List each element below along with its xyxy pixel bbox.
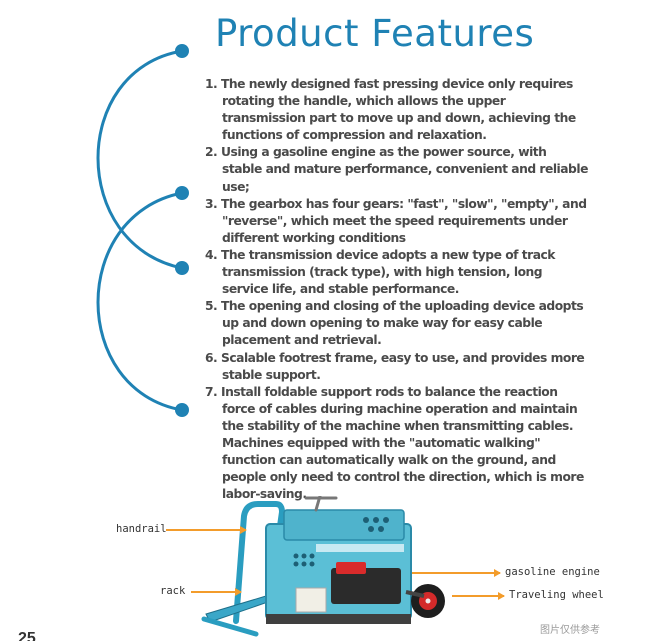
wheel-arm <box>405 590 425 598</box>
engine-label-plate <box>295 587 327 613</box>
arc-node-dot-3 <box>175 261 189 275</box>
gasoline-engine-illustration <box>331 568 401 604</box>
leader-line-traveling-wheel <box>452 592 505 600</box>
cable-pusher-machine-illustration <box>201 496 445 637</box>
arc-node-dot-2 <box>175 186 189 200</box>
feature-item-4: 4. The transmission device adopts a new … <box>205 247 555 297</box>
leader-line-gasoline-engine <box>412 569 501 577</box>
leader-line-handrail <box>166 526 247 534</box>
feature-item-2: 2. Using a gasoline engine as the power … <box>205 145 588 194</box>
page-number: 25 <box>18 630 36 641</box>
brand-strip <box>316 544 404 552</box>
feature-item-3: 3. The gearbox has four gears: "fast", "… <box>205 196 587 245</box>
image-disclaimer: 图片仅供参考 <box>540 625 600 636</box>
leader-line-rack <box>191 588 242 596</box>
callout-rack: rack <box>160 585 186 597</box>
pressing-handle-illustration <box>304 496 338 512</box>
callout-gasoline-engine: gasoline engine <box>505 566 600 578</box>
feature-item-1: 1. The newly designed fast pressing devi… <box>205 77 576 143</box>
callout-handrail: handrail <box>116 523 167 535</box>
engine-cover <box>336 562 366 574</box>
feature-list: 1. The newly designed fast pressing devi… <box>205 76 590 503</box>
decorative-arc-lower <box>96 191 183 412</box>
rack-bar-illustration <box>201 616 259 637</box>
machine-top-panel <box>283 509 405 541</box>
vent-holes <box>293 517 389 567</box>
arc-node-dot-4 <box>175 403 189 417</box>
wheel-axle <box>425 598 431 604</box>
feature-item-7: 7. Install foldable support rods to bala… <box>205 384 584 502</box>
handrail-illustration <box>233 501 286 624</box>
feature-item-5: 5. The opening and closing of the upload… <box>205 299 584 348</box>
feature-item-6: 6. Scalable footrest frame, easy to use,… <box>205 350 585 382</box>
callout-traveling-wheel: Traveling wheel <box>509 589 604 601</box>
decorative-arc-upper <box>96 49 183 270</box>
track-base <box>266 614 411 624</box>
arc-node-dot-1 <box>175 44 189 58</box>
page-title: Product Features <box>215 12 535 55</box>
